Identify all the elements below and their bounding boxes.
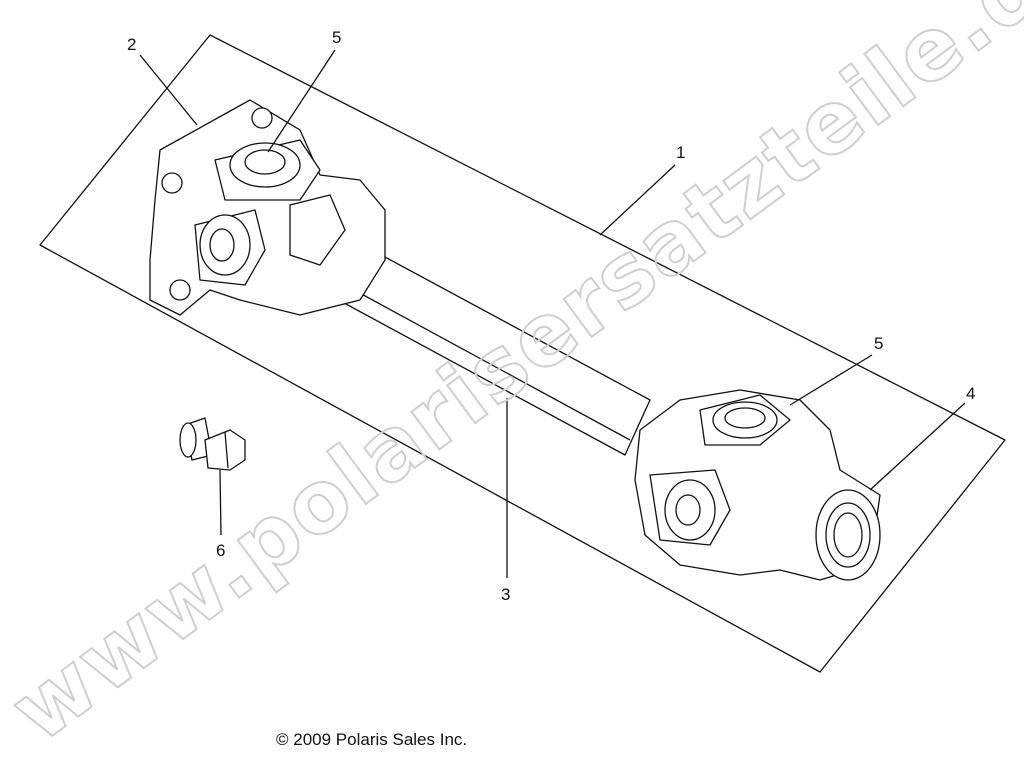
- left-flange-yoke: [149, 99, 386, 316]
- right-yoke: [634, 389, 881, 581]
- copyright-text: © 2009 Polaris Sales Inc.: [276, 730, 468, 749]
- bolt: [179, 417, 246, 471]
- assembly-frame: [39, 34, 1006, 673]
- callout-5-right: 5: [874, 334, 883, 353]
- callout-6: 6: [216, 541, 225, 560]
- callout-1: 1: [676, 143, 685, 162]
- callout-2: 2: [127, 35, 136, 54]
- leader-lines: [139, 49, 966, 578]
- callout-3: 3: [501, 585, 510, 604]
- callout-5-left: 5: [332, 28, 341, 47]
- callout-4: 4: [966, 384, 975, 403]
